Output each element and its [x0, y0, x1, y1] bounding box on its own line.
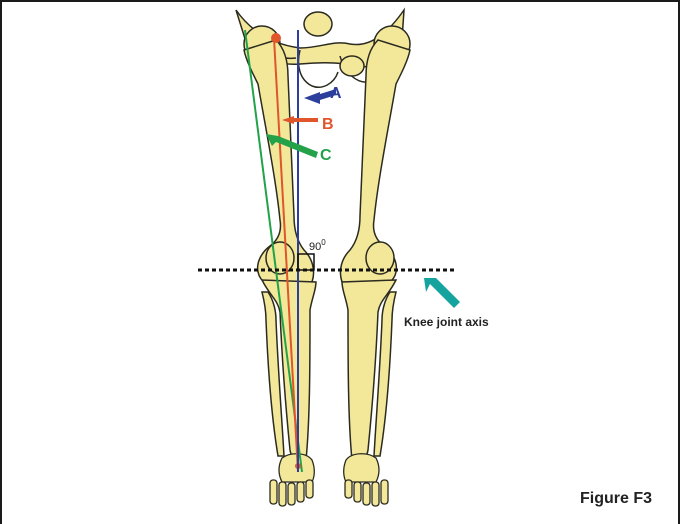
figure-caption: Figure F3: [580, 490, 652, 507]
hip-center-dot: [271, 33, 281, 43]
angle-superscript: 0: [321, 238, 326, 247]
foot-right: [344, 454, 388, 506]
label-b: B: [322, 116, 334, 133]
angle-label: 900: [309, 238, 326, 253]
tibia-fibula-right: [342, 280, 396, 463]
knee-axis-label: Knee joint axis: [404, 315, 489, 329]
knee-axis-arrow-icon: [424, 278, 460, 308]
angle-base: 90: [309, 241, 321, 253]
foot-left: [270, 454, 314, 506]
label-c: C: [320, 147, 332, 164]
label-a: A: [330, 85, 342, 102]
